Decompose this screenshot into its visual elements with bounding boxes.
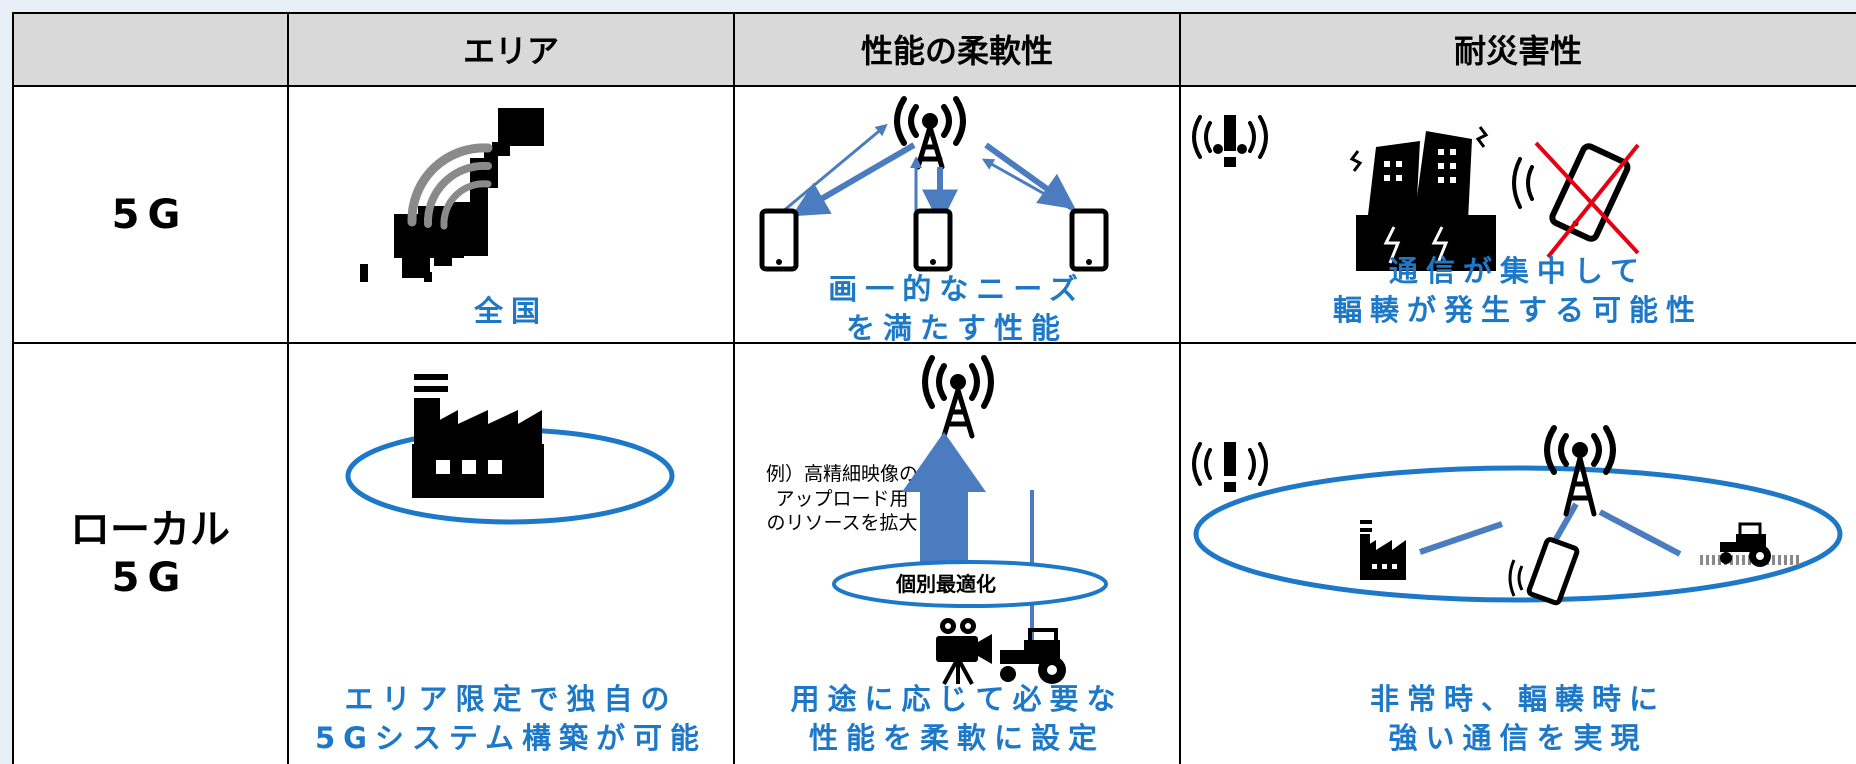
antenna-tower-icon [894, 96, 966, 170]
caption-local-performance-line2: 性能を柔軟に設定 [808, 721, 1105, 756]
row-label-5g: 5G [12, 87, 288, 342]
grid-line [12, 85, 1856, 87]
header-area: エリア [288, 12, 734, 86]
resource-note: 例）高精細映像の アップロード用 のリソースを拡大 [742, 462, 942, 536]
grid-line [287, 12, 289, 764]
caption-5g-performance-line1: 画一的なニーズ [828, 272, 1086, 306]
comparison-table: エリア 性能の柔軟性 耐災害性 5G ローカル 5G [12, 12, 1856, 764]
alert-signal-icon [1192, 442, 1268, 492]
caption-local-disaster-line2: 強い通信を実現 [1388, 721, 1648, 756]
resource-note-line3: のリソースを拡大 [766, 512, 918, 535]
smartphone-icon [1508, 537, 1580, 606]
tractor-icon [1000, 628, 1066, 684]
tractor-icon [1700, 522, 1800, 567]
row-label-local-5g-text: 5G [111, 555, 189, 601]
caption-5g-performance-line2: を満たす性能 [845, 311, 1068, 346]
antenna-tower-icon [1544, 425, 1616, 517]
row-label-local-5g: ローカル 5G [12, 344, 288, 764]
optimization-oval [832, 560, 1108, 608]
antenna-tower-icon [922, 355, 994, 439]
alert-signal-icon [1192, 115, 1268, 167]
local-area-diagram [345, 374, 675, 525]
resilient-network-diagram [1192, 425, 1843, 606]
caption-local-area: エリア限定で独自の 5Gシステム構築が可能 [288, 680, 734, 758]
factory-icon [412, 374, 544, 498]
caption-local-area-line2: 5Gシステム構築が可能 [314, 721, 708, 756]
flexible-performance-diagram [832, 355, 1108, 685]
grid-line [12, 342, 1856, 344]
caption-local-performance: 用途に応じて必要な 性能を柔軟に設定 [734, 680, 1180, 758]
resource-note-line1: 例）高精細映像の [765, 463, 918, 485]
header-disaster: 耐災害性 [1180, 12, 1856, 86]
header-corner [12, 12, 288, 86]
grid-line [733, 12, 735, 764]
grid-line [1179, 12, 1181, 764]
upload-arrow [902, 432, 986, 572]
grid-line [12, 12, 14, 764]
row-label-5g-text: 5G [111, 191, 189, 238]
factory-icon [1360, 520, 1406, 580]
network-boundary-oval [1193, 465, 1843, 603]
optimization-label: 個別最適化 [896, 572, 996, 596]
phone-no-signal-icon [1512, 141, 1640, 259]
uniform-performance-diagram [759, 96, 1109, 272]
caption-5g-area: 全国 [473, 294, 548, 328]
grid-line [12, 12, 1856, 14]
caption-local-area-line1: エリア限定で独自の [344, 682, 678, 716]
wifi-signal-icon [407, 143, 493, 230]
caption-5g-disaster-line1: 通信が集中して [1388, 254, 1648, 288]
row-label-local-text: ローカル [70, 507, 230, 553]
caption-local-disaster-line1: 非常時、輻輳時に [1369, 682, 1666, 716]
caption-local-performance-line1: 用途に応じて必要な [790, 682, 1124, 716]
caption-5g-performance: 画一的なニーズ を満たす性能 [734, 270, 1180, 348]
congestion-diagram [1192, 115, 1640, 271]
resource-note-line2: アップロード用 [775, 487, 909, 510]
video-camera-icon [936, 618, 992, 685]
caption-local-disaster: 非常時、輻輳時に 強い通信を実現 [1180, 680, 1856, 758]
caption-5g-disaster-line2: 輻輳が発生する可能性 [1332, 293, 1703, 328]
header-performance: 性能の柔軟性 [734, 12, 1180, 86]
caption-5g-disaster: 通信が集中して 輻輳が発生する可能性 [1180, 252, 1856, 330]
collapsed-building-icon [1349, 126, 1496, 271]
